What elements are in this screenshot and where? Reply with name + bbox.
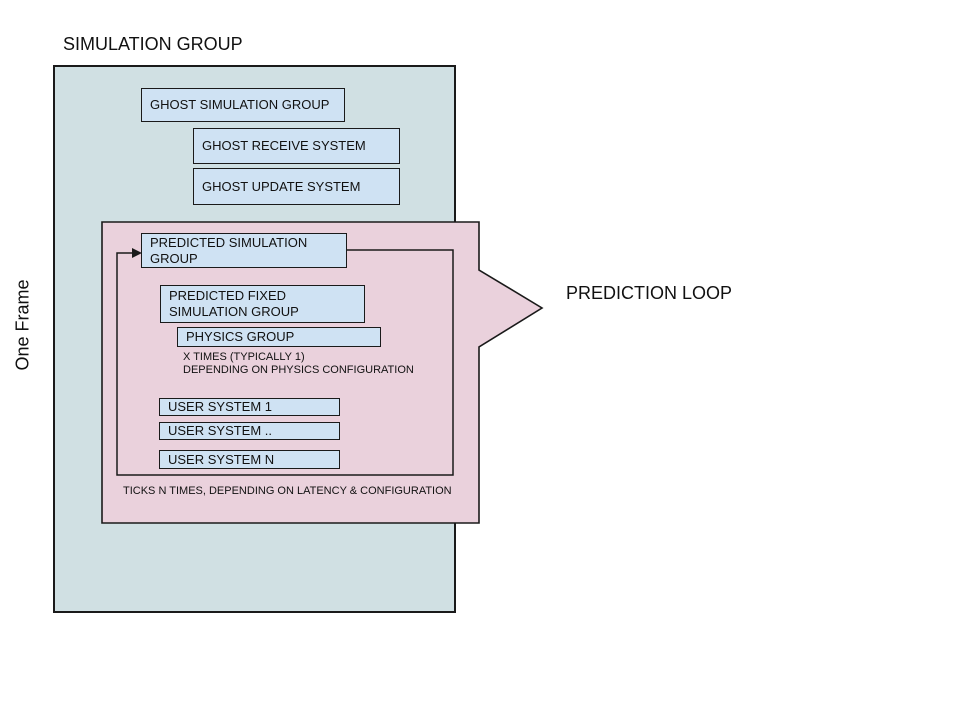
node-ghost-simulation-group: GHOST SIMULATION GROUP (141, 88, 345, 122)
node-predicted-fixed-simulation-group: PREDICTED FIXED SIMULATION GROUP (160, 285, 365, 323)
page-title: SIMULATION GROUP (63, 34, 243, 54)
physics-times-note: X TIMES (TYPICALLY 1) DEPENDING ON PHYSI… (183, 351, 414, 376)
node-user-system-n: USER SYSTEM N (159, 450, 340, 469)
ticks-note: TICKS N TIMES, DEPENDING ON LATENCY & CO… (123, 485, 452, 497)
node-ghost-update-system: GHOST UPDATE SYSTEM (193, 168, 400, 205)
one-frame-label: One Frame (12, 279, 33, 371)
node-physics-group: PHYSICS GROUP (177, 327, 381, 347)
node-ghost-receive-system: GHOST RECEIVE SYSTEM (193, 128, 400, 164)
node-user-system-dots: USER SYSTEM .. (159, 422, 340, 440)
prediction-loop-label: PREDICTION LOOP (566, 283, 733, 303)
node-user-system-1: USER SYSTEM 1 (159, 398, 340, 416)
node-predicted-simulation-group: PREDICTED SIMULATION GROUP (141, 233, 347, 268)
